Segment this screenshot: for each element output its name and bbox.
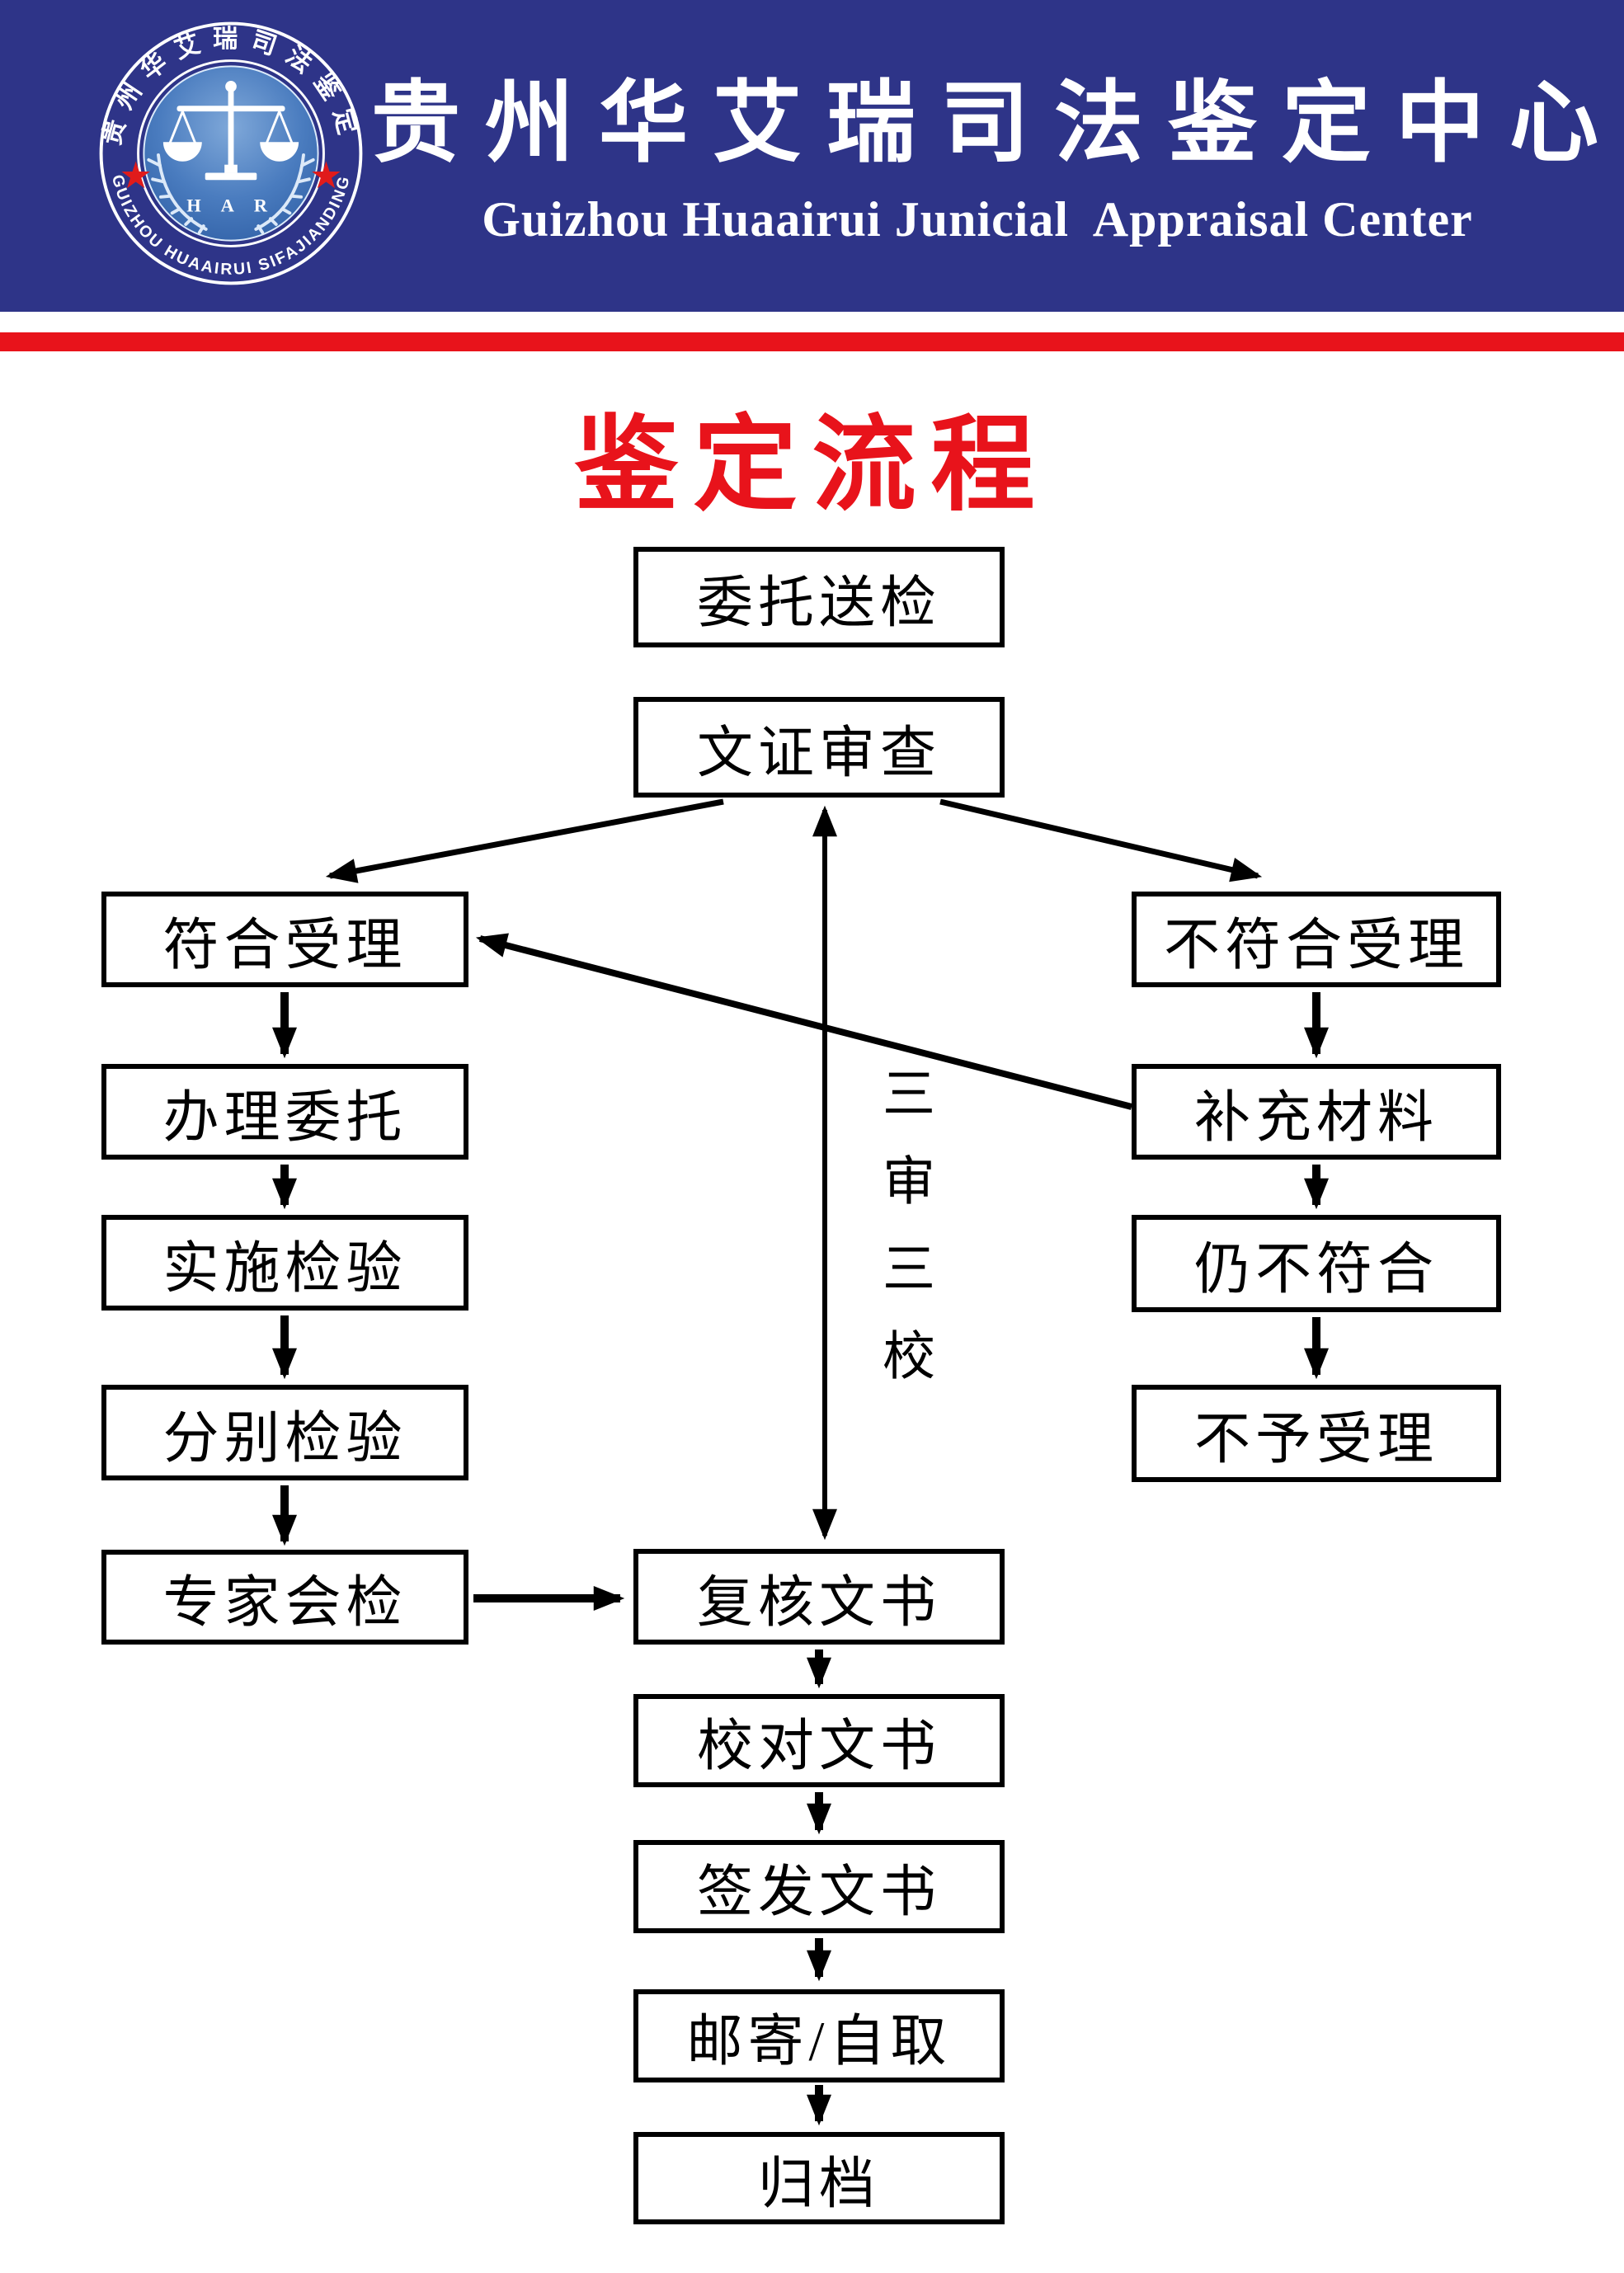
org-name-english: Guizhou Huaairui Junicial Appraisal Cent…	[482, 192, 1473, 247]
flow-node-mail-or-pickup: 邮寄/自取	[633, 1989, 1005, 2082]
flow-node-not-accepted: 不符合受理	[1132, 892, 1501, 987]
scales-of-justice-icon	[162, 81, 299, 181]
org-logo: 贵州华艾瑞司法鉴定 GUIZHOU HUAAIRUI SIFAJIANDING …	[97, 21, 363, 285]
page-title: 鉴定流程	[574, 404, 1050, 525]
red-divider-stripe	[0, 332, 1624, 351]
org-name-chinese: 贵州华艾瑞司法鉴定中心	[371, 75, 1624, 173]
arrow-supplement-to-accepted	[475, 933, 1133, 1110]
flow-node-accepted: 符合受理	[101, 892, 468, 987]
star-icon: ★	[119, 153, 152, 197]
flow-node-issue-document: 签发文书	[633, 1840, 1005, 1933]
flow-node-proofread-document: 校对文书	[633, 1694, 1005, 1787]
flow-node-commission-submission: 委托送检	[633, 547, 1005, 647]
flow-node-document-review: 文证审查	[633, 697, 1005, 798]
flow-node-separate-inspection: 分别检验	[101, 1385, 468, 1480]
flow-node-handle-commission: 办理委托	[101, 1064, 468, 1160]
flow-node-supplement-materials: 补充材料	[1132, 1064, 1501, 1160]
flow-node-review-document: 复核文书	[633, 1549, 1005, 1645]
arrow-review-to-not-accepted	[939, 798, 1263, 882]
flow-node-conduct-inspection: 实施检验	[101, 1215, 468, 1311]
flow-node-still-nonconforming: 仍不符合	[1132, 1215, 1501, 1312]
logo-monogram: H A R	[186, 195, 275, 215]
logo-middle-ring	[137, 59, 325, 247]
flow-node-expert-panel: 专家会检	[101, 1550, 468, 1645]
star-icon: ★	[309, 153, 342, 197]
flow-node-rejected: 不予受理	[1132, 1385, 1501, 1482]
laurel-wreath-icon	[147, 153, 315, 234]
arrow-review-to-accepted	[325, 798, 724, 883]
review-proof-label: 三审三校	[875, 1066, 934, 1415]
flow-node-archive: 归档	[633, 2132, 1005, 2224]
header-banner: 贵州华艾瑞司法鉴定 GUIZHOU HUAAIRUI SIFAJIANDING …	[0, 0, 1624, 312]
